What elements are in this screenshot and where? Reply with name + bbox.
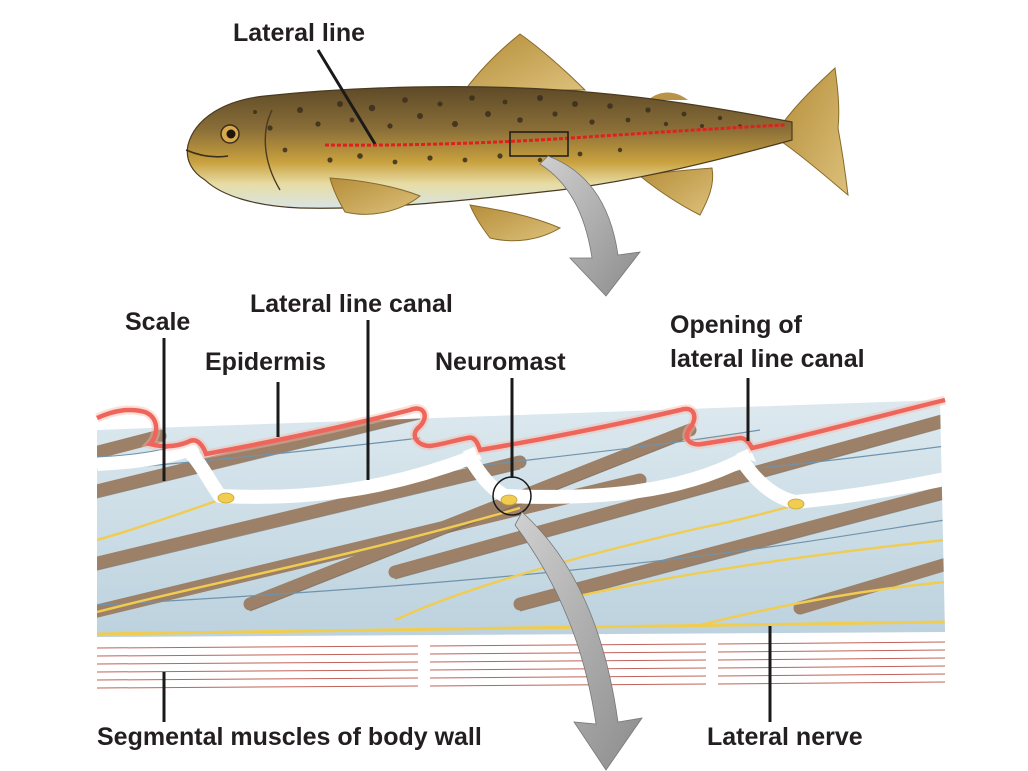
leader-lines [162,49,772,722]
adipose-fin [648,92,688,100]
segmental-muscles [96,641,946,689]
nerve-fibers [97,496,945,627]
cross-section [95,395,947,689]
label-opening-line1: Opening of [670,311,803,339]
caudal-fin [781,66,849,197]
label-scale: Scale [125,308,190,336]
epidermis-edge [96,397,946,457]
lateral-line-red [324,123,786,147]
magnify-box [509,131,569,157]
fish-mouth [185,149,229,158]
label-lateral-line-canal: Lateral line canal [250,290,453,318]
pectoral-fin [329,177,421,215]
gill-cover [264,109,281,191]
trout-illustration [185,33,849,242]
lateral-nerve-line [97,620,945,636]
neuromasts [217,492,805,510]
label-segmental-muscles: Segmental muscles of body wall [97,723,482,751]
label-lateral-nerve: Lateral nerve [707,723,863,751]
anal-fin [638,167,714,216]
label-opening-line2: lateral line canal [670,345,865,373]
label-neuromast: Neuromast [435,348,566,376]
labels: Lateral line Scale Lateral line canal Ep… [97,19,865,751]
dorsal-fin [463,33,587,91]
fish-spots [253,95,742,165]
zoom-arrow-lower [514,511,643,771]
pelvic-fin [469,204,562,242]
zoom-arrow-upper [539,155,641,297]
label-epidermis: Epidermis [205,348,326,376]
label-lateral-line: Lateral line [233,19,365,47]
